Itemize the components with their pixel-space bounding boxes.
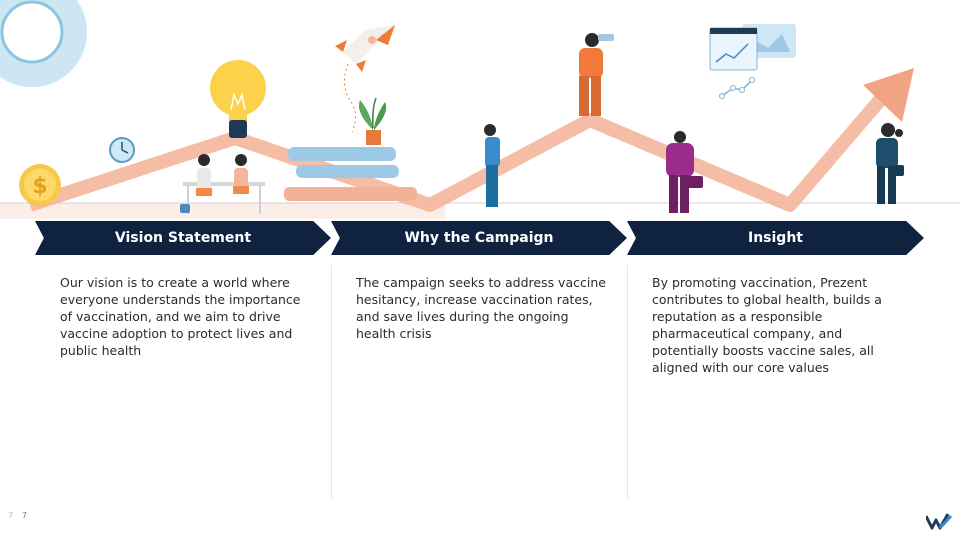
rocket-icon [335,25,395,133]
chevron-insight: Insight [627,221,924,255]
why-the-campaign-text: The campaign seeks to address vaccine he… [356,275,606,341]
person-walking-illustration [876,123,904,204]
page-number-faint: 7 [8,511,14,520]
books-icon [284,147,417,201]
person-with-telescope-illustration [579,33,614,116]
column-divider [331,265,332,500]
gear-icon [0,0,87,87]
plant-icon [358,97,387,145]
hero-illustration: $ [0,0,960,219]
vision-statement-text: Our vision is to create a world where ev… [60,275,301,358]
insight-text: By promoting vaccination, Prezent contri… [652,275,882,375]
light-bulb-icon [210,60,266,138]
baseline-band [0,203,445,219]
svg-text:$: $ [32,174,47,199]
person-thinking-illustration [484,124,500,207]
team-at-desk-illustration [180,154,265,214]
column-divider [627,265,628,500]
dashboard-icon [709,24,796,99]
column-title: Why the Campaign [404,230,554,246]
chevron-vision-statement: Vision Statement [35,221,331,255]
column-title: Insight [748,230,803,246]
chevron-why-the-campaign: Why the Campaign [331,221,627,255]
column-title: Vision Statement [114,230,252,246]
page-number: 7 [22,511,28,520]
dollar-coin-icon: $ [19,164,61,206]
growth-arrow-icon [27,68,914,212]
person-with-briefcase-illustration [666,131,703,213]
logo-icon [926,513,952,530]
clock-icon [109,137,135,163]
